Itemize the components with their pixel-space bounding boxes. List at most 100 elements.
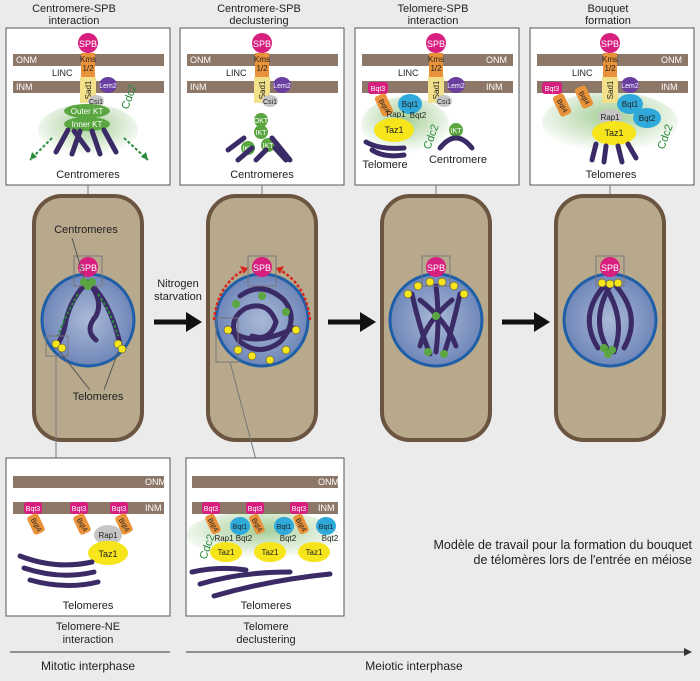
panel4-bqt2-label: Bqt2 [639,114,656,123]
starvation-label: starvation [154,291,202,303]
panel3-rap1-label: Rap1 [386,110,406,119]
panel-bouquet-formation: Bouquet formation ONM INM SPB Kms 1/2 Sa… [529,3,695,186]
panel4-lem2-label: Lem2 [621,83,639,90]
panel4-bqt4-b [574,85,594,109]
cell3-spb [426,257,446,277]
cell2-red-arrow-left-head [240,266,248,274]
panel3-telomere-chromatin [363,139,407,159]
panel2-spb-label: SPB [253,39,271,49]
lower2-taz1-3-label: Taz1 [306,548,323,557]
lower2-bqt3-1-label: Bqt3 [204,506,219,513]
cell3-telomere-3 [449,281,459,291]
lower2-onm-label: ONM [318,477,339,487]
cell1-telomeres-pointer-2 [103,351,119,391]
cell4-centromere-3 [604,350,612,358]
panel1-title-line1: Centromere-SPB [32,3,116,15]
panel1-csi1 [88,95,104,107]
panel4-bqt1 [617,94,643,114]
panel3-title-line1: Telomere-SPB [398,3,469,15]
panel4-bqt3-label: Bqt3 [545,86,560,93]
panel1-arrow-right-head [141,152,148,160]
panel2-kms-num: 1/2 [256,64,268,73]
panel3-kms-label: Kms [428,55,444,64]
lower2-bqt3-3-label: Bqt3 [292,506,307,513]
timeline-mitotic-label: Mitotic interphase [41,659,135,673]
lower2-taz1-1-label: Taz1 [218,548,235,557]
panel3-csi1 [436,95,452,107]
panel-telomere-ne-interaction: ONM INM Bqt3 Bqt3 Bqt3 Bqt4 Bqt4 Bqt4 Ra… [5,457,171,646]
panel3-csi1-label: Csi1 [437,99,451,106]
lower2-bqt2-3-label: Bqt2 [322,534,339,543]
panel4-bqt4-a [552,93,572,117]
panel3-bqt2-label: Bqt2 [410,111,427,120]
cell3-telomere-2 [413,281,423,291]
panel3-taz1 [374,118,414,142]
cell1-telomere-1 [51,339,61,349]
panel3-spb [426,33,446,53]
lower1-sub2: interaction [63,634,114,646]
lower1-bqt4-2 [73,513,91,535]
lower1-taz1-label: Taz1 [98,549,117,559]
cell1-centromeres-pointer [71,237,85,279]
cell2-centromere-3 [282,308,290,316]
panel1-kms-label: Kms [80,55,96,64]
cell2-telomere-3 [291,325,301,335]
cell3-telomere-5 [425,277,435,287]
lower1-bqt4-1 [27,513,45,535]
panel1-title-line2: interaction [49,15,100,27]
panel2-lem2-label: Lem2 [273,83,291,90]
lower2-bqt4-1 [205,513,221,535]
panel1-inner-kt [64,117,110,131]
lower2-bottom-label: Telomeres [241,600,292,612]
lower1-chromatin [17,553,101,589]
lower2-bqt1-2-label: Bqt1 [277,524,292,531]
panel3-centromere-chromatin [437,135,475,151]
lower1-bqt4-3 [115,513,133,535]
cell2-telomere-box [215,317,239,363]
lower2-bqt3-1 [202,502,220,514]
lower2-taz1-3 [298,542,330,562]
cell3-centromere-1 [424,348,432,356]
cell4-spb-label: SPB [601,263,619,273]
cell3-spb-label: SPB [427,263,445,273]
panel2-csi1 [262,95,278,107]
panel2-title-line1: Centromere-SPB [217,3,301,15]
cell1-spb [78,257,98,277]
cell3-chromatin [409,283,463,357]
cell2-lower-connector [229,361,257,461]
cell2-telomere-1 [223,325,233,335]
panel1-chromatin [53,127,119,157]
panel3-lem2 [447,77,465,93]
timeline-meiotic-label: Meiotic interphase [365,659,463,673]
panel3-spb-label: SPB [427,39,445,49]
caption-line2: de télomères lors de l'entrée en méiose [473,553,692,567]
cell-telomere-spb: SPB [380,194,492,442]
cell3-centromere-3 [432,312,440,320]
cell2-red-arrow-right [275,266,312,321]
lower1-bqt3-3-label: Bqt3 [112,506,127,513]
panel2-spb [252,33,272,53]
cell2-red-arrow-right-head [276,266,284,274]
cell-mitotic: SPB Centromeres Telomeres [32,194,144,460]
lower2-bqt3-2-label: Bqt3 [248,506,263,513]
panel2-onm-label: ONM [190,55,211,65]
cell4-chromatin [586,283,634,355]
lower1-bqt3-1 [24,502,42,514]
lower2-sub1: Telomere [243,621,288,633]
panel4-onm-label: ONM [661,55,682,65]
panel2-ikt-1-label: IKT [256,130,268,137]
cell1-arrow-left [57,293,79,337]
panel4-rap1 [598,109,622,125]
cell4-telomere-3 [613,278,623,288]
panel3-lem2-label: Lem2 [447,83,465,90]
arrow-1-head [186,312,202,332]
lower2-taz1-1 [210,542,242,562]
cell1-telomeres-pointer-1 [59,351,91,391]
panel2-bottom-label: Centromeres [230,169,294,181]
panel3-ikt-label: IKT [451,128,463,135]
panel-connectors [87,185,611,255]
panel-telomere-declustering: ONM INM Cdc2 Bqt3 Bqt3 Bqt3 Bqt4 Bqt4 Bq… [185,457,345,646]
cell1-centromeres-label: Centromeres [54,224,118,236]
panel4-kms [603,53,617,77]
lower2-bqt1-1 [230,517,250,535]
